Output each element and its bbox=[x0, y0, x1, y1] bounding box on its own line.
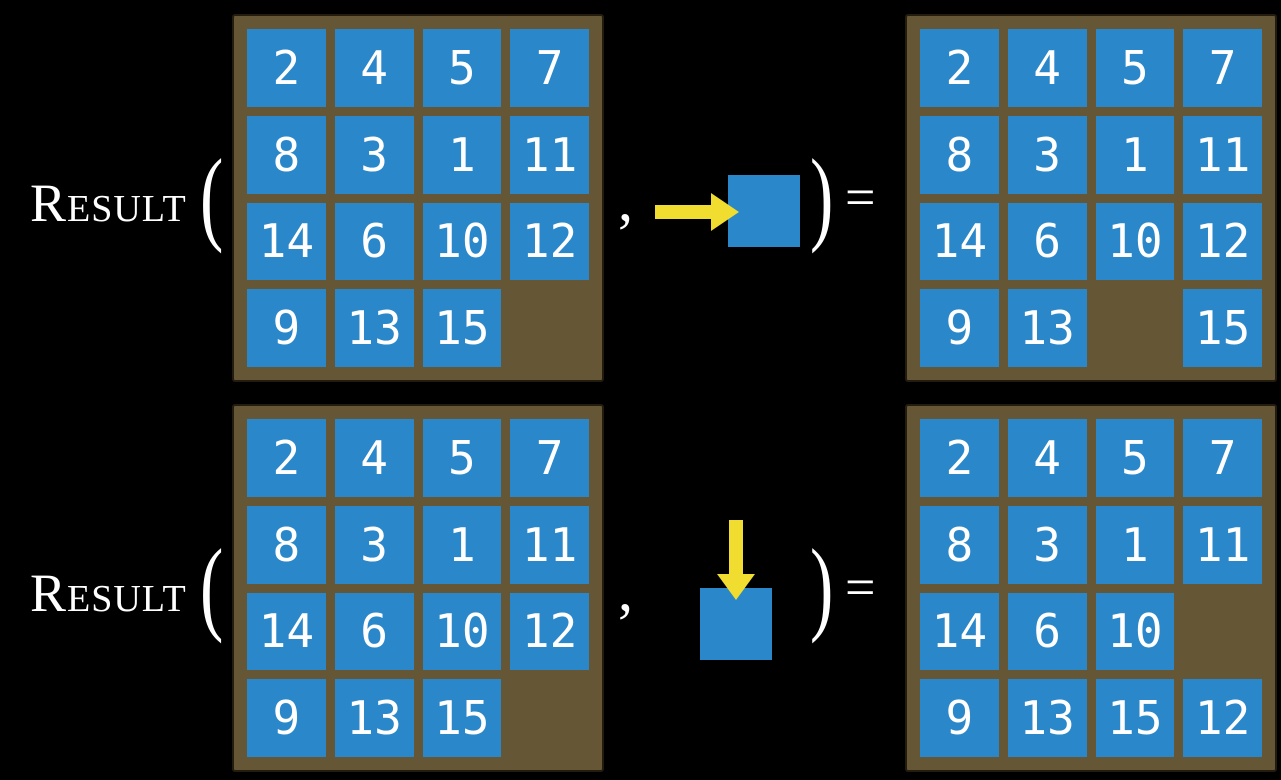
tile-7: 7 bbox=[510, 29, 589, 107]
function-name-label: Result bbox=[30, 173, 187, 233]
tile-3: 3 bbox=[334, 505, 414, 584]
tile-10: 10 bbox=[1095, 202, 1175, 281]
moved-tile-icon bbox=[700, 588, 772, 660]
tile-2: 2 bbox=[247, 29, 326, 107]
tile-1: 1 bbox=[1095, 115, 1175, 194]
tile-11: 11 bbox=[510, 115, 589, 194]
tile-9: 9 bbox=[247, 289, 326, 367]
tile-5: 5 bbox=[1095, 419, 1175, 497]
tile-11: 11 bbox=[1183, 505, 1262, 584]
tile-7: 7 bbox=[510, 419, 589, 497]
comma-separator: , bbox=[618, 557, 633, 623]
tile-12: 12 bbox=[1183, 679, 1262, 757]
tile-14: 14 bbox=[920, 592, 999, 671]
tile-10: 10 bbox=[1095, 592, 1175, 671]
right-arrow-icon bbox=[655, 192, 739, 232]
tile-5: 5 bbox=[422, 29, 502, 107]
tile-8: 8 bbox=[920, 115, 999, 194]
tile-3: 3 bbox=[1007, 115, 1087, 194]
equals-sign: = bbox=[845, 557, 876, 617]
tile-13: 13 bbox=[334, 679, 414, 757]
tile-6: 6 bbox=[334, 202, 414, 281]
tile-15: 15 bbox=[422, 679, 502, 757]
tile-8: 8 bbox=[247, 115, 326, 194]
comma-separator: , bbox=[618, 167, 633, 233]
tile-4: 4 bbox=[334, 419, 414, 497]
tile-6: 6 bbox=[1007, 202, 1087, 281]
tile-8: 8 bbox=[247, 505, 326, 584]
tile-3: 3 bbox=[334, 115, 414, 194]
down-arrow-icon bbox=[716, 520, 756, 600]
tile-15: 15 bbox=[1183, 289, 1262, 367]
tile-1: 1 bbox=[422, 115, 502, 194]
tile-4: 4 bbox=[1007, 29, 1087, 107]
tile-13: 13 bbox=[1007, 679, 1087, 757]
tile-12: 12 bbox=[510, 592, 589, 671]
empty-cell bbox=[510, 289, 589, 367]
tile-6: 6 bbox=[1007, 592, 1087, 671]
tile-15: 15 bbox=[1095, 679, 1175, 757]
close-paren: ) bbox=[810, 139, 834, 255]
tile-2: 2 bbox=[920, 29, 999, 107]
tile-15: 15 bbox=[422, 289, 502, 367]
tile-1: 1 bbox=[1095, 505, 1175, 584]
moved-tile-icon bbox=[728, 175, 800, 247]
tile-7: 7 bbox=[1183, 419, 1262, 497]
tile-14: 14 bbox=[247, 592, 326, 671]
empty-cell bbox=[1096, 289, 1175, 367]
function-name-label: Result bbox=[30, 563, 187, 623]
tile-14: 14 bbox=[247, 202, 326, 281]
tile-12: 12 bbox=[510, 202, 589, 281]
tile-12: 12 bbox=[1183, 202, 1262, 281]
tile-2: 2 bbox=[247, 419, 326, 497]
tile-4: 4 bbox=[334, 29, 414, 107]
tile-9: 9 bbox=[920, 679, 999, 757]
tile-8: 8 bbox=[920, 505, 999, 584]
tile-7: 7 bbox=[1183, 29, 1262, 107]
empty-cell bbox=[510, 679, 589, 757]
tile-9: 9 bbox=[920, 289, 999, 367]
tile-9: 9 bbox=[247, 679, 326, 757]
tile-11: 11 bbox=[1183, 115, 1262, 194]
tile-11: 11 bbox=[510, 505, 589, 584]
tile-5: 5 bbox=[422, 419, 502, 497]
tile-1: 1 bbox=[422, 505, 502, 584]
equals-sign: = bbox=[845, 167, 876, 227]
tile-13: 13 bbox=[1007, 289, 1087, 367]
close-paren: ) bbox=[810, 529, 834, 645]
tile-4: 4 bbox=[1007, 419, 1087, 497]
tile-13: 13 bbox=[334, 289, 414, 367]
tile-5: 5 bbox=[1095, 29, 1175, 107]
open-paren: ( bbox=[200, 139, 224, 255]
tile-3: 3 bbox=[1007, 505, 1087, 584]
open-paren: ( bbox=[200, 529, 224, 645]
tile-2: 2 bbox=[920, 419, 999, 497]
tile-14: 14 bbox=[920, 202, 999, 281]
empty-cell bbox=[1183, 593, 1262, 671]
tile-6: 6 bbox=[334, 592, 414, 671]
tile-10: 10 bbox=[422, 592, 502, 671]
tile-10: 10 bbox=[422, 202, 502, 281]
